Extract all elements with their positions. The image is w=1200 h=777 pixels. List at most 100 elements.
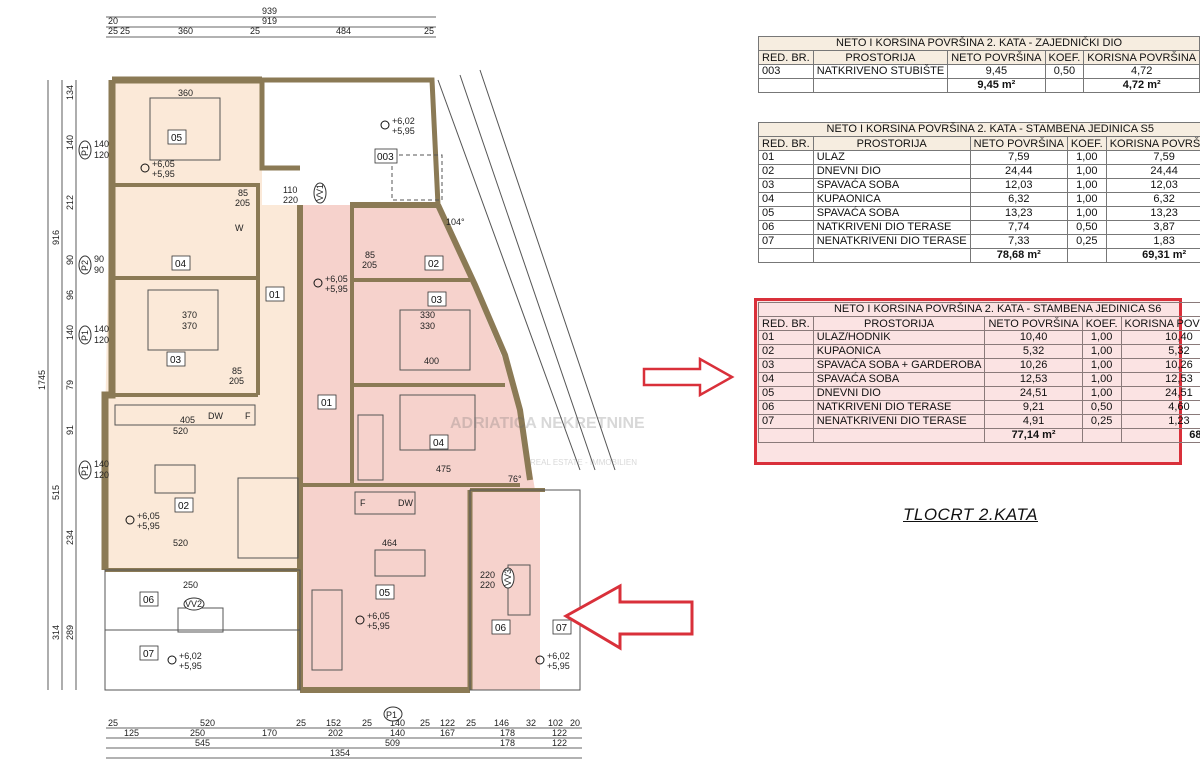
table-s6-title: NETO I KORSINA POVRŠINA 2. KATA - STAMBE… [757,302,1200,317]
cell-neto: 7,74 [969,220,1068,235]
sofa-1 [237,477,299,559]
s6-fill [300,205,535,690]
outer-wall-stair [259,80,300,171]
left-dim-289: 289 [65,625,75,640]
cell-korisna: 6,32 [1105,192,1200,207]
cell-koef: 1,00 [1066,192,1107,207]
left-dim-96: 96 [65,290,75,300]
cell-koef: 1,00 [1066,206,1107,221]
bot-dim-140b: 140 [390,728,405,738]
table-s5-title: NETO I KORSINA POVRŠINA 2. KATA - STAMBE… [758,122,1200,137]
cell-neto: 13,23 [969,206,1068,221]
s5-lower-fill [105,425,300,570]
col-korisna: KORISNA POVRŠINA [1120,316,1200,331]
door-205-1: 205 [235,198,250,208]
cell-koef: 1,00 [1081,344,1122,359]
bot-dim-25b: 25 [296,718,306,728]
col-neto: NETO POVRŠINA [969,136,1068,151]
cell-neto: 12,53 [984,372,1083,387]
level-a-2: +6,05 [325,274,348,284]
level-b-2: +5,95 [325,284,348,294]
top-dim-20: 20 [108,16,118,26]
watermark-text-1: ADRIATICA NEKRETNINE [450,415,645,432]
level-mark-icon-7 [380,120,390,130]
bed-2 [147,289,219,351]
cell-koef: 1,00 [1081,358,1122,373]
cell-name: NENATKRIVENI DIO TERASE [812,234,971,249]
cell-neto: 12,03 [969,178,1068,193]
cell-korisna: 12,03 [1105,178,1200,193]
tag-p1-c-dim2: 120 [94,470,109,480]
inner-520a: 520 [173,426,188,436]
cell-id: 05 [758,206,814,221]
tag-p1-b-dim: 140 [94,324,109,334]
cell-name: SPAVAĆA SOBA [812,206,971,221]
bot-dim-total: 1354 [330,748,350,758]
room-labels: 05 04 03 01 02 06 07 003 01 02 03 04 05 … [139,129,572,661]
level-mark-icon-2 [313,278,323,288]
cell-name: NATKRIVENO STUBIŠTE [812,64,949,79]
tag-p1-b-dim2: 120 [94,335,109,345]
inner-520b: 520 [173,538,188,548]
cell-name: KUPAONICA [812,192,971,207]
cell-koef: 0,50 [1044,64,1085,79]
cell-id: 07 [758,234,814,249]
table-total-row: 9,45 m² 4,72 m² [758,78,1200,93]
bot-dim-125: 125 [124,728,139,738]
tag-p1-a-dim2: 120 [94,150,109,160]
dim-lines [47,16,582,759]
col-red: RED. BR. [758,50,814,65]
cell-id: 01 [758,150,814,165]
level-a-5: +6,02 [179,651,202,661]
level-a-1: +6,05 [152,159,175,169]
level-mark-icon-4 [355,615,365,625]
cell-neto: 6,32 [969,192,1068,207]
cell-koef: 0,25 [1066,234,1107,249]
top-dim-484: 484 [336,26,351,36]
room-s6-06: 06 [495,623,507,634]
col-koef: KOEF. [1044,50,1085,65]
pointer-arrow-terrace-icon [562,583,694,651]
cell-name: NATKRIVENI DIO TERASE [812,220,971,235]
s6-terrace-outline [469,489,581,691]
cell-korisna: 1,83 [1105,234,1200,249]
cell-neto: 4,91 [984,414,1083,429]
cell-neto: 9,45 [947,64,1046,79]
cell-korisna: 3,87 [1105,220,1200,235]
level-b-7: +5,95 [392,126,415,136]
cell-neto: 9,21 [984,400,1083,415]
table-common-title: NETO I KORSINA POVRŠINA 2. KATA - ZAJEDN… [757,36,1200,51]
bot-dim-178: 178 [500,728,515,738]
watermark-text-2: REAL ESTATE - IMMOBILIEN [530,458,637,467]
table-unit-s5: NETO I KORSINA POVRŠINA 2. KATA - STAMBE… [758,122,1200,263]
cell-neto: 5,32 [984,344,1083,359]
outer-wall-left [101,80,116,570]
bot-dim-250: 250 [190,728,205,738]
floor-plan: 939 20 919 25 25 360 25 484 25 1745 916 … [37,6,645,759]
tag-p1-a-dim: 140 [94,139,109,149]
bot-dim-25d: 25 [420,718,430,728]
level-mark-icon-5 [167,655,177,665]
cell-name: NATKRIVENI DIO TERASE [812,400,986,415]
table-3 [507,564,531,616]
left-dim-314: 314 [51,625,61,640]
inner-370b: 370 [182,321,197,331]
level-b-5: +5,95 [179,661,202,671]
top-dim-25d: 25 [424,26,434,36]
cell-korisna: 12,53 [1120,372,1200,387]
level-mark-icon-3 [125,515,135,525]
bot-dim-25c: 25 [362,718,372,728]
room-s5-06: 06 [143,595,155,606]
cell-koef: 1,00 [1066,164,1107,179]
col-red: RED. BR. [758,316,814,331]
cell-korisna: 5,32 [1120,344,1200,359]
total-korisna: 68,85 m² [1120,428,1200,443]
